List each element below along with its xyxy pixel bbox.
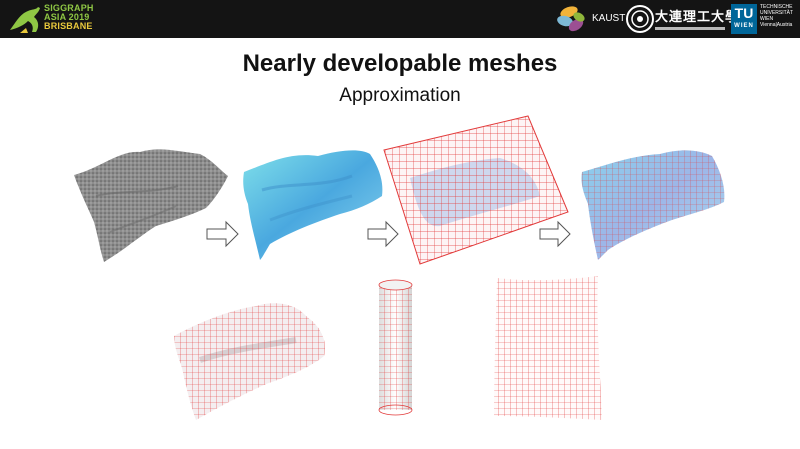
red-grid-flat-sheet xyxy=(494,276,602,420)
dlut-label: 大連理工大學 xyxy=(655,10,740,25)
arrow-right-icon xyxy=(539,220,571,248)
conference-line3: BRISBANE xyxy=(44,21,93,31)
kangaroo-icon xyxy=(10,7,40,33)
tu-mark: TU xyxy=(734,5,754,21)
slide-subtitle: Approximation xyxy=(339,85,461,106)
red-grid-overlay xyxy=(383,115,569,265)
tu-wien-text: TECHNISCHE UNIVERSITÄT WIEN Vienna|Austr… xyxy=(760,4,800,28)
tu-line1: TECHNISCHE xyxy=(760,4,793,10)
input-gray-mesh xyxy=(74,149,228,262)
red-grid-cylinder xyxy=(378,279,413,416)
conference-line2: ASIA 2019 xyxy=(44,12,90,22)
kaust-label: KAUST xyxy=(592,13,626,24)
arrow-right-icon xyxy=(206,220,239,248)
dlut-seal-icon xyxy=(626,5,725,33)
tu-line4: Vienna|Austria xyxy=(760,22,793,28)
kaust-petals-icon xyxy=(557,6,585,32)
arrow-right-icon xyxy=(367,220,399,248)
blue-developable-surface xyxy=(243,150,383,260)
conference-logo: SIGGRAPH ASIA 2019 BRISBANE xyxy=(44,4,94,31)
tu-wien-logo: TU WIEN xyxy=(731,4,757,34)
header-bar: SIGGRAPH ASIA 2019 BRISBANE KAUST 大連理工大學… xyxy=(0,0,800,38)
slide-title: Nearly developable meshes xyxy=(242,50,558,77)
red-grid-cloth xyxy=(174,303,326,420)
tu-line2: UNIVERSITÄT xyxy=(760,10,794,16)
tu-sub: WIEN xyxy=(734,23,754,29)
conference-line1: SIGGRAPH xyxy=(44,3,94,13)
combined-result xyxy=(581,150,725,260)
tu-line3: WIEN xyxy=(760,16,774,22)
